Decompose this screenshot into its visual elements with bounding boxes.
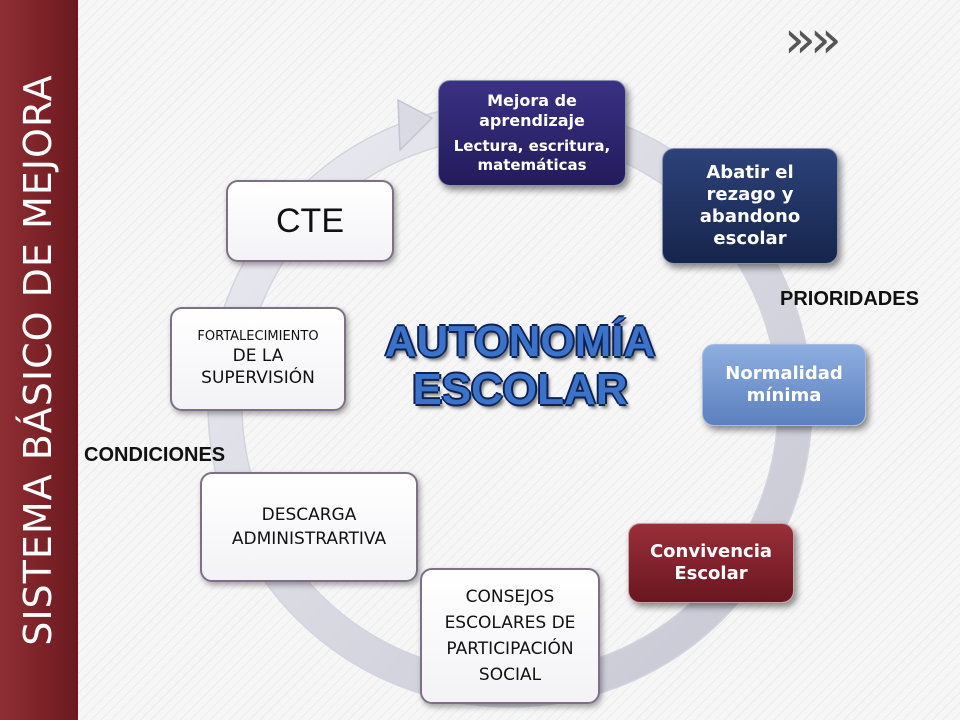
priority-box-coexistence: Convivencia Escolar	[628, 523, 794, 603]
condition-small-text: FORTALECIMIENTO	[197, 329, 319, 344]
priority-subtitle: Lectura, escritura, matemáticas	[453, 137, 611, 174]
condition-text: CONSEJOS ESCOLARES DE PARTICIPACIÓN SOCI…	[444, 587, 576, 685]
sidebar-title: SISTEMA BÁSICO DE MEJORA	[16, 74, 60, 646]
condition-box-admin: DESCARGA ADMINISTRARTIVA	[200, 472, 418, 582]
center-title-line1: AUTONOMÍA	[384, 317, 656, 366]
priority-box-normality: Normalidad mínima	[702, 344, 866, 426]
priority-title: Abatir el rezago y abandono escolar	[699, 162, 801, 249]
priority-title: Convivencia Escolar	[649, 541, 773, 584]
chevron-right-triple-icon[interactable]: »»	[784, 10, 842, 70]
priority-box-dropout: Abatir el rezago y abandono escolar	[662, 148, 838, 264]
priority-box-learning: Mejora de aprendizaje Lectura, escritura…	[438, 80, 626, 186]
priorities-label: PRIORIDADES	[780, 288, 919, 310]
condition-text: DESCARGA ADMINISTRARTIVA	[231, 505, 387, 549]
center-title-line2: ESCOLAR	[412, 365, 628, 414]
condition-box-cte: CTE	[226, 180, 394, 262]
conditions-label: CONDICIONES	[84, 444, 226, 466]
priority-title: Mejora de aprendizaje	[479, 91, 585, 130]
sidebar-banner: SISTEMA BÁSICO DE MEJORA	[0, 0, 78, 720]
cycle-arrowhead	[397, 98, 434, 152]
condition-text: DE LA SUPERVISIÓN	[201, 346, 315, 388]
condition-box-supervision: FORTALECIMIENTO DE LA SUPERVISIÓN	[170, 307, 346, 411]
priority-title: Normalidad mínima	[725, 363, 843, 406]
condition-text: CTE	[276, 201, 344, 240]
center-title: AUTONOMÍA ESCOLAR	[350, 318, 690, 414]
condition-box-councils: CONSEJOS ESCOLARES DE PARTICIPACIÓN SOCI…	[420, 568, 600, 704]
